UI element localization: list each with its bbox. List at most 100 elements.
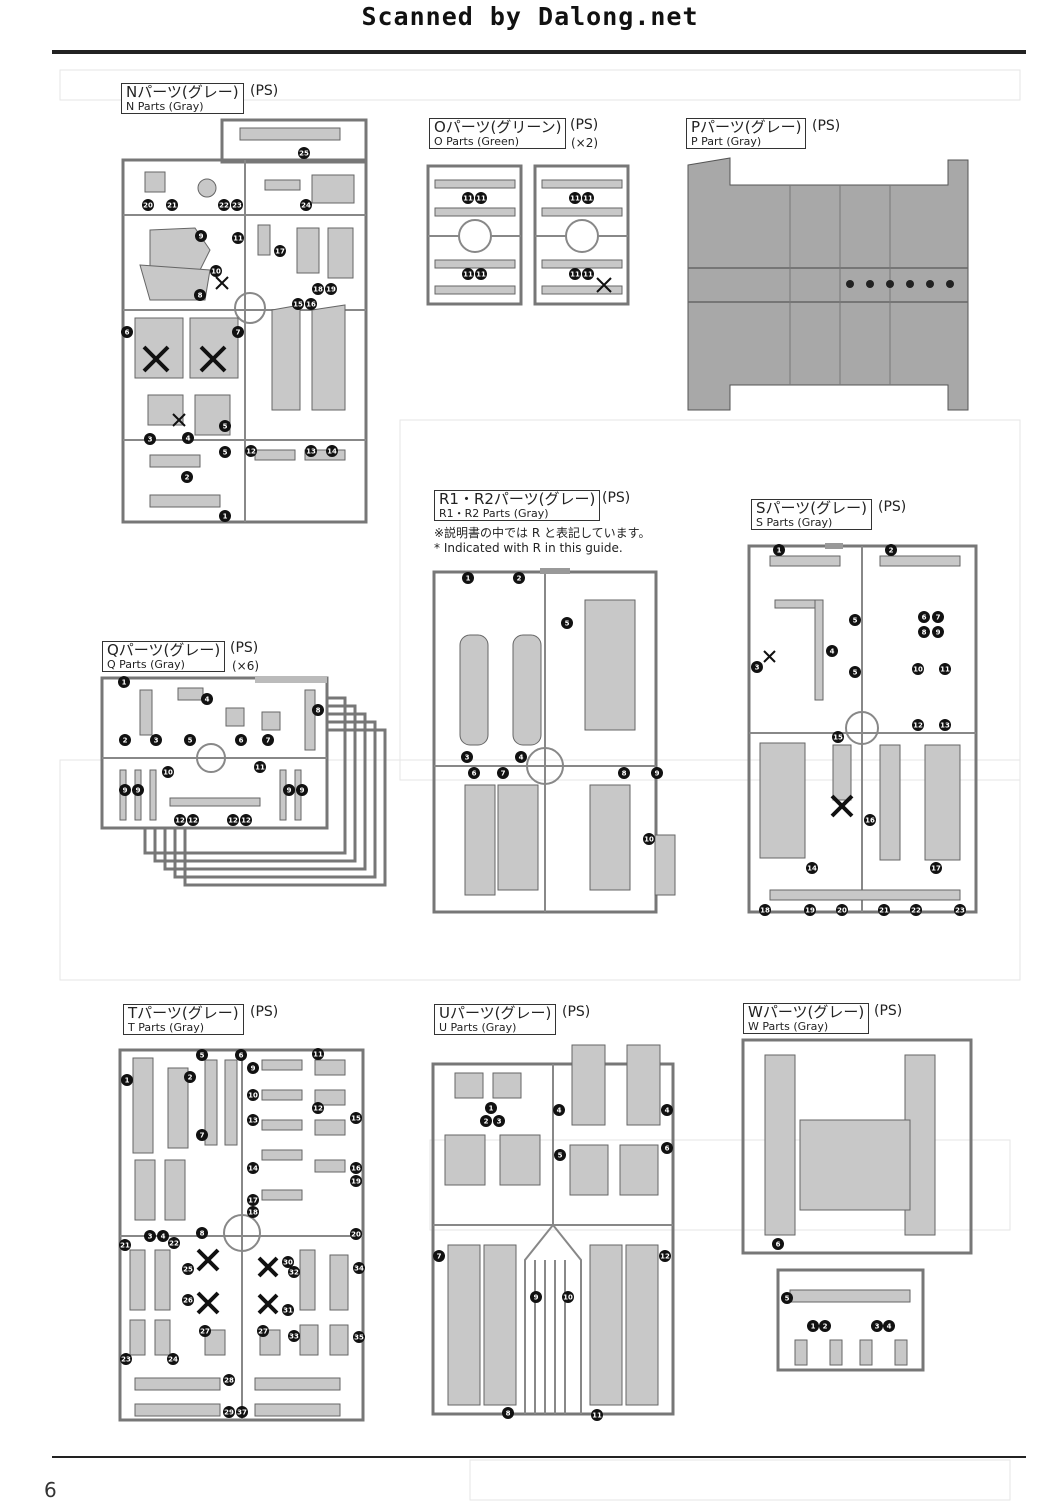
svg-text:21: 21: [167, 202, 177, 210]
svg-text:35: 35: [354, 1334, 364, 1342]
part-number-badge: 5: [184, 734, 196, 746]
svg-text:5: 5: [853, 669, 858, 677]
svg-text:9: 9: [300, 787, 305, 795]
runner-o-title-en: O Parts (Green): [434, 134, 519, 148]
svg-text:23: 23: [232, 202, 242, 210]
part-number-badge: 10: [643, 833, 655, 845]
svg-text:1: 1: [489, 1105, 494, 1113]
runner-r-note-jp: ※説明書の中では R と表記しています。: [434, 526, 651, 540]
svg-text:12: 12: [241, 817, 251, 825]
part-number-badge: 10: [247, 1089, 259, 1101]
svg-text:18: 18: [760, 907, 770, 915]
part-number-badge: 1: [485, 1102, 497, 1114]
part-number-badge: 3: [461, 751, 473, 763]
svg-text:7: 7: [936, 614, 941, 622]
runner-q-title-en: Q Parts (Gray): [107, 657, 185, 671]
part-number-badge: 19: [804, 904, 816, 916]
part-number-badge: 24: [167, 1353, 179, 1365]
svg-text:34: 34: [354, 1265, 364, 1273]
svg-text:12: 12: [660, 1253, 670, 1261]
svg-text:1: 1: [122, 679, 127, 687]
svg-text:2: 2: [517, 575, 522, 583]
runner-w-material: (PS): [874, 1003, 903, 1019]
runner-u-material: (PS): [562, 1004, 591, 1020]
runner-s-label: Sパーツ(グレー) S Parts (Gray): [751, 499, 872, 531]
svg-text:5: 5: [200, 1052, 205, 1060]
part-number-badge: 15: [350, 1112, 362, 1124]
runner-n-title-en: N Parts (Gray): [126, 99, 204, 113]
svg-text:2: 2: [484, 1118, 489, 1126]
runner-o-material: (PS): [570, 117, 599, 133]
svg-text:28: 28: [224, 1377, 234, 1385]
svg-text:7: 7: [266, 737, 271, 745]
part-number-badge: 21: [878, 904, 890, 916]
part-number-badge: 9: [932, 626, 944, 638]
part-number-badge: 20: [142, 199, 154, 211]
svg-text:11: 11: [476, 195, 486, 203]
part-number-badge: 21: [166, 199, 178, 211]
part-number-badge: 30: [282, 1256, 294, 1268]
part-number-badge: 9: [296, 784, 308, 796]
part-number-badge: 12: [187, 814, 199, 826]
part-number-badge: 2: [513, 572, 525, 584]
svg-text:1: 1: [125, 1077, 130, 1085]
part-number-badge: 12: [227, 814, 239, 826]
svg-text:22: 22: [911, 907, 921, 915]
svg-text:10: 10: [563, 1294, 573, 1302]
svg-text:3: 3: [755, 664, 760, 672]
runner-t-material: (PS): [250, 1004, 279, 1020]
part-number-badge: 11: [475, 192, 487, 204]
svg-text:24: 24: [301, 202, 311, 210]
svg-text:17: 17: [248, 1197, 258, 1205]
part-number-badge: 22: [168, 1237, 180, 1249]
part-number-badge: 7: [497, 767, 509, 779]
runner-p-title-jp: Pパーツ(グレー): [691, 118, 802, 136]
svg-text:16: 16: [351, 1165, 361, 1173]
svg-text:12: 12: [313, 1105, 323, 1113]
bottom-rule: [52, 1456, 1026, 1458]
part-number-badge: 16: [305, 298, 317, 310]
part-number-badge: 5: [561, 617, 573, 629]
svg-text:7: 7: [236, 329, 241, 337]
svg-text:2: 2: [889, 547, 894, 555]
part-number-badge: 6: [235, 1049, 247, 1061]
part-number-badge: 18: [759, 904, 771, 916]
svg-text:22: 22: [219, 202, 229, 210]
svg-text:3: 3: [148, 436, 153, 444]
runner-r-label: R1・R2パーツ(グレー) R1・R2 Parts (Gray): [434, 490, 601, 522]
part-number-badge: 13: [247, 1114, 259, 1126]
part-number-badge: 8: [196, 1227, 208, 1239]
svg-text:12: 12: [246, 448, 256, 456]
runner-q-material: (PS): [230, 640, 259, 656]
svg-text:10: 10: [913, 666, 923, 674]
svg-text:32: 32: [289, 1269, 299, 1277]
part-number-badge: 10: [162, 766, 174, 778]
svg-text:14: 14: [807, 865, 817, 873]
runner-r-note: ※説明書の中では R と表記しています。 * Indicated with R …: [434, 526, 650, 556]
part-number-badge: 15: [292, 298, 304, 310]
svg-text:21: 21: [879, 907, 889, 915]
runner-u-title-en: U Parts (Gray): [439, 1020, 517, 1034]
part-number-badge: 5: [781, 1292, 793, 1304]
runner-t-title-en: T Parts (Gray): [128, 1020, 205, 1034]
svg-text:4: 4: [519, 754, 524, 762]
svg-text:26: 26: [183, 1297, 193, 1305]
runner-p-material: (PS): [812, 118, 841, 134]
part-number-badge: 9: [247, 1062, 259, 1074]
svg-text:10: 10: [248, 1092, 258, 1100]
top-rule: [52, 50, 1026, 54]
svg-text:9: 9: [534, 1294, 539, 1302]
svg-text:5: 5: [853, 617, 858, 625]
svg-text:9: 9: [936, 629, 941, 637]
part-number-badge: 23: [954, 904, 966, 916]
part-number-badge: 4: [826, 645, 838, 657]
part-number-badge: 6: [772, 1238, 784, 1250]
